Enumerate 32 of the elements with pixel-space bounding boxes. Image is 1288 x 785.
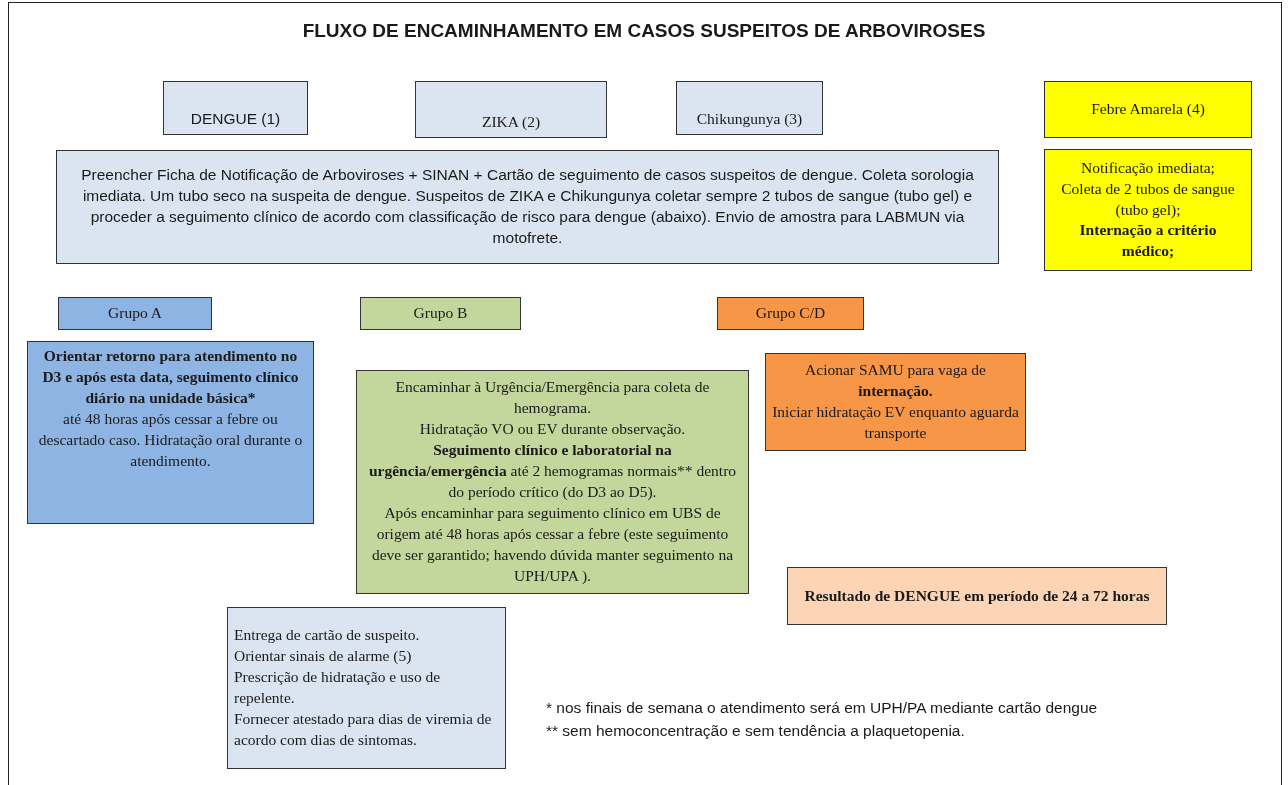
text-paragraph: Entrega de cartão de suspeito. xyxy=(234,625,420,646)
text-paragraph: Orientar sinais de alarme (5) xyxy=(234,646,412,667)
text-paragraph: Fornecer atestado para dias de viremia de acordo com dias de sintomas. xyxy=(234,708,493,750)
group-header: Grupo C/D xyxy=(717,297,864,330)
result-box: Resultado de DENGUE em período de 24 a 72 horas xyxy=(787,567,1167,625)
text-paragraph: Notificação imediata; xyxy=(1081,157,1215,178)
instruction-box xyxy=(227,607,506,769)
group-header: Grupo B xyxy=(360,297,521,330)
category-box: ZIKA (2) xyxy=(415,81,607,138)
footnote: * nos finais de semana o atendimento será em UPH/PA mediante cartão dengue xyxy=(546,699,1098,717)
text-paragraph: Encaminhar à Urgência/Emergência para coleta de hemograma. xyxy=(394,377,711,419)
instruction-box xyxy=(27,341,314,524)
footnote: ** sem hemoconcentração e sem tendência a plaquetopenia. xyxy=(546,722,965,740)
category-box xyxy=(1044,81,1252,138)
group-header: Grupo A xyxy=(58,297,212,330)
text-paragraph: até 48 horas após cessar a febre ou descartado caso. Hidratação oral durante o atendimento. xyxy=(37,408,304,471)
box-label: Febre Amarela (4) xyxy=(1091,99,1205,120)
text-paragraph: Hidratação VO ou EV durante observação. xyxy=(419,419,686,440)
diagram-title: FLUXO DE ENCAMINHAMENTO EM CASOS SUSPEITOS DE ARBOVIROSES xyxy=(301,20,987,42)
text-paragraph: Prescrição de hidratação e uso de repelente. xyxy=(234,667,442,708)
instruction-box xyxy=(356,370,749,594)
text-paragraph: Acionar SAMU para vaga de internação. xyxy=(804,360,987,402)
text-paragraph: Iniciar hidratação EV enquanto aguarda transporte xyxy=(772,402,1019,443)
instruction-box xyxy=(1044,149,1252,271)
text-paragraph: Após encaminhar para seguimento clínico em UBS de origem até 48 horas após cessar a febre (este seguimento deve ser garantido; havendo dúvida manter seguimento na UPH/UPA ). xyxy=(370,502,735,586)
text-paragraph: Coleta de 2 tubos de sangue (tubo gel); xyxy=(1060,178,1236,220)
instruction-box: Preencher Ficha de Notificação de Arboviroses + SINAN + Cartão de seguimento de casos suspeitos de dengue. Coleta sorologia imediata. Um tubo seco na suspeita de dengue. Suspeitos de ZIKA e Chikungunya coletar sempre 2 tubos de sangue (tubo gel) e proceder a seguimento clínico de acordo com classificação de risco para dengue (abaixo). Envio de amostra para LABMUN via motofrete. xyxy=(56,150,999,264)
category-box: Chikungunya (3) xyxy=(676,81,823,135)
text-paragraph: Seguimento clínico e laboratorial na urgência/emergência até 2 hemogramas normais** dentro do período crítico (do D3 ao D5). xyxy=(367,440,738,502)
instruction-box xyxy=(765,353,1026,451)
category-box: DENGUE (1) xyxy=(163,81,308,135)
text-paragraph: Internação a critério médico; xyxy=(1078,220,1218,262)
